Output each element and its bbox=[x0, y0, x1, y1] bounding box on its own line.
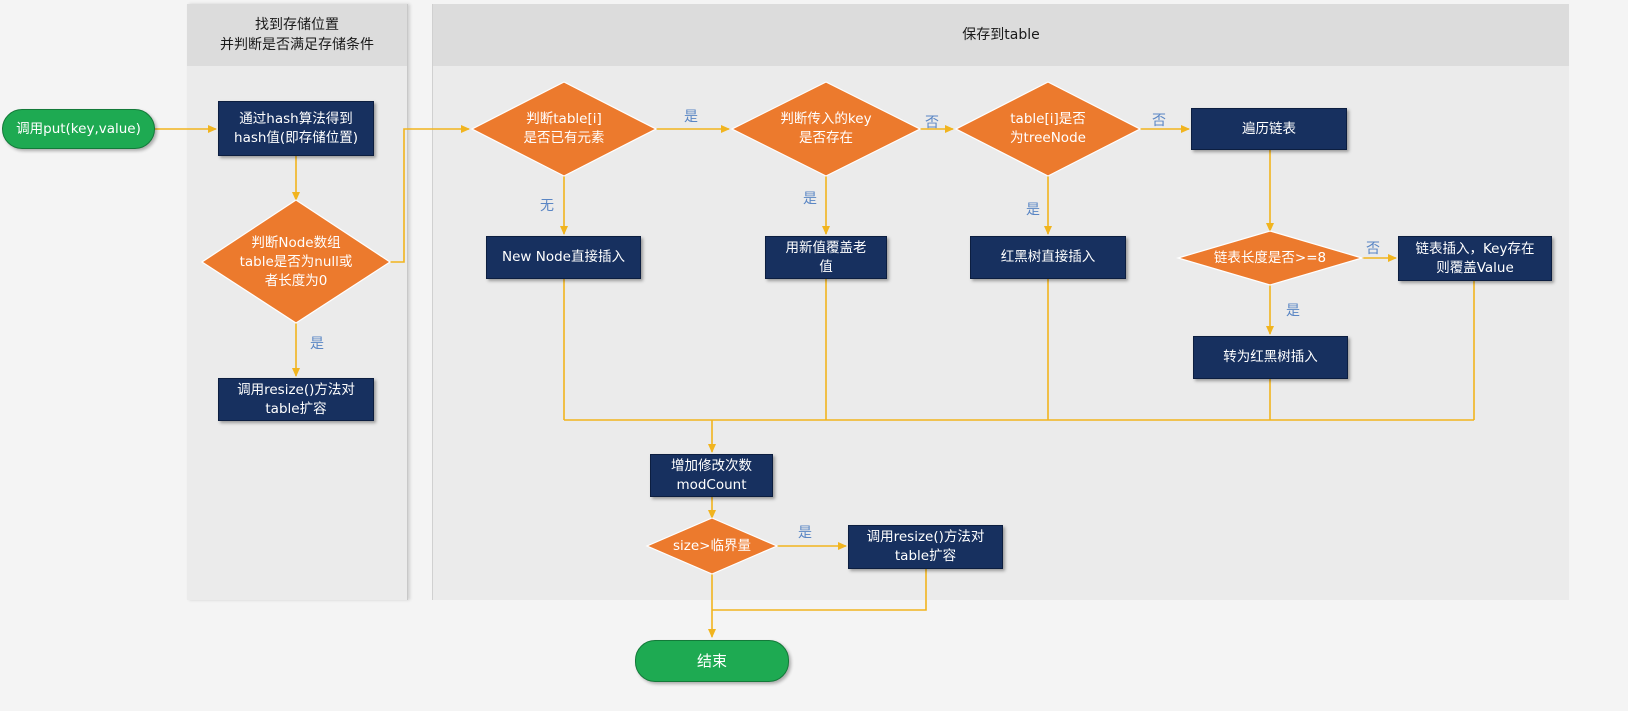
edge-check-to-has-element bbox=[390, 125, 470, 263]
new-node-box: New Node直接插入 bbox=[486, 236, 641, 279]
edge-resize-to-end bbox=[712, 569, 927, 611]
resize-box-1: 调用resize()方法对 table扩容 bbox=[218, 378, 374, 421]
edge-label-yes-key: 是 bbox=[684, 109, 698, 125]
list-insert-box-line2: 则覆盖Value bbox=[1436, 259, 1514, 276]
new-node-box-label: New Node直接插入 bbox=[502, 249, 625, 265]
decision-key-exists-shape bbox=[730, 81, 922, 177]
modcount-box-line2: modCount bbox=[676, 476, 747, 493]
decision-size-shape bbox=[645, 517, 779, 575]
decision-size-label: size>临界量 bbox=[673, 537, 751, 554]
decision-has-element-line1: 判断table[i] bbox=[526, 111, 602, 127]
decision-is-tree-line1: table[i]是否 bbox=[1010, 111, 1086, 127]
decision-is-tree: table[i]是否 为treeNode bbox=[972, 108, 1124, 150]
resize-box-1-line1: 调用resize()方法对 bbox=[237, 381, 355, 398]
resize-box-2: 调用resize()方法对 table扩容 bbox=[848, 525, 1003, 569]
decision-key-exists-line1: 判断传入的key bbox=[780, 111, 872, 127]
decision-has-element: 判断table[i] 是否已有元素 bbox=[488, 108, 640, 150]
edge-label-yes-resize2: 是 bbox=[798, 525, 812, 541]
lane-find-location-title-2: 并判断是否满足存储条件 bbox=[220, 37, 374, 53]
overwrite-box: 用新值覆盖老 值 bbox=[765, 236, 887, 279]
edge-label-yes-to-rbtree: 是 bbox=[1286, 303, 1300, 319]
lane-save-to-table: 保存到table bbox=[432, 4, 1569, 600]
modcount-box-line1: 增加修改次数 bbox=[671, 457, 752, 474]
decision-check-table: 判断Node数组 table是否为null或 者长度为0 bbox=[212, 227, 380, 297]
overwrite-box-line1: 用新值覆盖老 bbox=[785, 239, 867, 256]
decision-list-length-shape bbox=[1175, 230, 1365, 286]
hash-box-line1: 通过hash算法得到 bbox=[239, 110, 353, 127]
lane-save-to-table-header: 保存到table bbox=[433, 4, 1569, 66]
start-node-label: 调用put(key,value) bbox=[16, 120, 141, 137]
decision-key-exists-line2: 是否存在 bbox=[799, 130, 853, 146]
rbtree-insert-box: 红黑树直接插入 bbox=[970, 236, 1126, 279]
end-node: 结束 bbox=[635, 640, 789, 682]
decision-is-tree-line2: 为treeNode bbox=[1010, 130, 1086, 146]
edge-label-yes-resize1: 是 bbox=[310, 336, 324, 352]
resize-box-2-line1: 调用resize()方法对 bbox=[866, 529, 985, 545]
traverse-box-label: 遍历链表 bbox=[1242, 120, 1296, 137]
list-insert-box: 链表插入，Key存在 则覆盖Value bbox=[1398, 236, 1552, 281]
edge-label-yes-overwrite: 是 bbox=[803, 191, 817, 207]
edge-label-yes-rbtree: 是 bbox=[1026, 202, 1040, 218]
overwrite-box-line2: 值 bbox=[819, 258, 833, 275]
lane-save-to-table-title: 保存到table bbox=[962, 27, 1040, 43]
decision-list-length: 链表长度是否>=8 bbox=[1192, 247, 1348, 269]
to-rbtree-box-label: 转为红黑树插入 bbox=[1223, 349, 1318, 365]
decision-is-tree-shape bbox=[954, 81, 1142, 177]
lane-find-location-title-1: 找到存储位置 bbox=[255, 17, 339, 33]
decision-check-table-line2: table是否为null或 bbox=[239, 253, 353, 270]
to-rbtree-box: 转为红黑树插入 bbox=[1193, 336, 1348, 379]
start-node: 调用put(key,value) bbox=[2, 109, 155, 149]
edge-label-no-traverse: 否 bbox=[1152, 113, 1166, 129]
resize-box-1-line2: table扩容 bbox=[265, 400, 327, 417]
lane-find-location-header: 找到存储位置 并判断是否满足存储条件 bbox=[187, 4, 407, 66]
decision-size: size>临界量 bbox=[650, 535, 774, 557]
end-node-label: 结束 bbox=[696, 651, 727, 670]
edge-label-no-tree: 否 bbox=[925, 115, 939, 131]
resize-box-2-line2: table扩容 bbox=[894, 548, 957, 564]
modcount-box: 增加修改次数 modCount bbox=[650, 454, 773, 497]
list-insert-box-line1: 链表插入，Key存在 bbox=[1415, 240, 1535, 257]
decision-has-element-line2: 是否已有元素 bbox=[523, 130, 605, 146]
rbtree-insert-box-label: 红黑树直接插入 bbox=[1000, 249, 1096, 265]
decision-check-table-line3: 者长度为0 bbox=[264, 272, 328, 289]
decision-has-element-shape bbox=[470, 81, 658, 177]
decision-key-exists: 判断传入的key 是否存在 bbox=[750, 108, 902, 150]
hash-box-line2: hash值(即存储位置) bbox=[234, 129, 358, 146]
edge-label-none-new: 无 bbox=[540, 198, 554, 214]
traverse-box: 遍历链表 bbox=[1191, 108, 1347, 150]
decision-list-length-label: 链表长度是否>=8 bbox=[1213, 249, 1327, 266]
edge-label-no-list-insert: 否 bbox=[1366, 241, 1380, 257]
decision-check-table-shape bbox=[200, 199, 392, 324]
decision-check-table-line1: 判断Node数组 bbox=[251, 234, 341, 251]
hash-box: 通过hash算法得到 hash值(即存储位置) bbox=[218, 101, 374, 156]
